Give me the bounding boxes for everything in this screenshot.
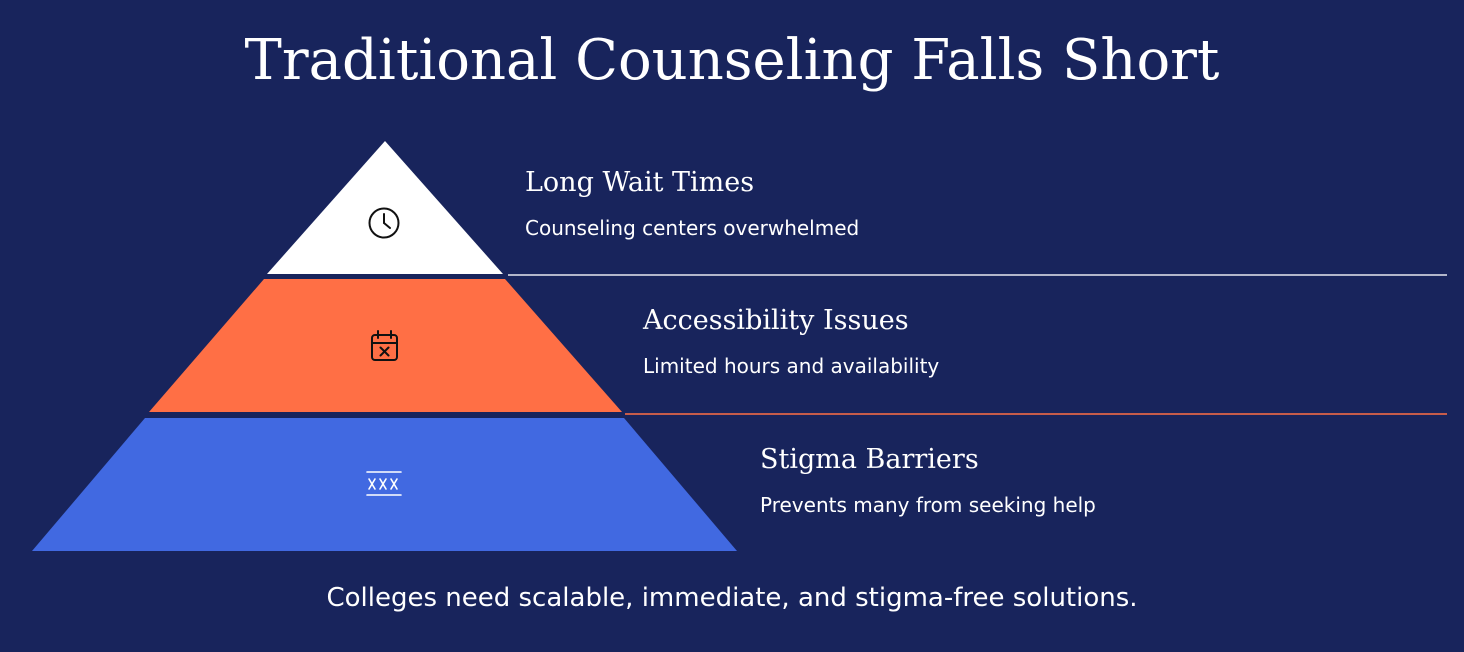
tier-heading: Stigma Barriers xyxy=(760,444,979,475)
tier-description: Limited hours and availability xyxy=(643,354,940,378)
tier-bottom-shape xyxy=(32,418,737,551)
tier-description: Counseling centers overwhelmed xyxy=(525,216,860,240)
tier-top-shape xyxy=(267,141,503,274)
tier-top-text: Long Wait Times Counseling centers overw… xyxy=(525,166,859,242)
tier-heading: Accessibility Issues xyxy=(643,305,909,336)
text-strikethrough-icon xyxy=(366,471,402,496)
footer-statement: Colleges need scalable, immediate, and s… xyxy=(326,583,1138,613)
tier-description: Prevents many from seeking help xyxy=(760,493,1096,517)
calendar-x-icon xyxy=(371,330,398,361)
page-title: Traditional Counseling Falls Short xyxy=(244,28,1220,93)
tier-middle-text: Accessibility Issues Limited hours and a… xyxy=(643,304,939,380)
clock-icon xyxy=(368,207,400,239)
tier-heading: Long Wait Times xyxy=(525,167,755,198)
tier-middle-shape xyxy=(149,279,622,412)
tier-bottom-text: Stigma Barriers Prevents many from seeki… xyxy=(760,443,1096,519)
